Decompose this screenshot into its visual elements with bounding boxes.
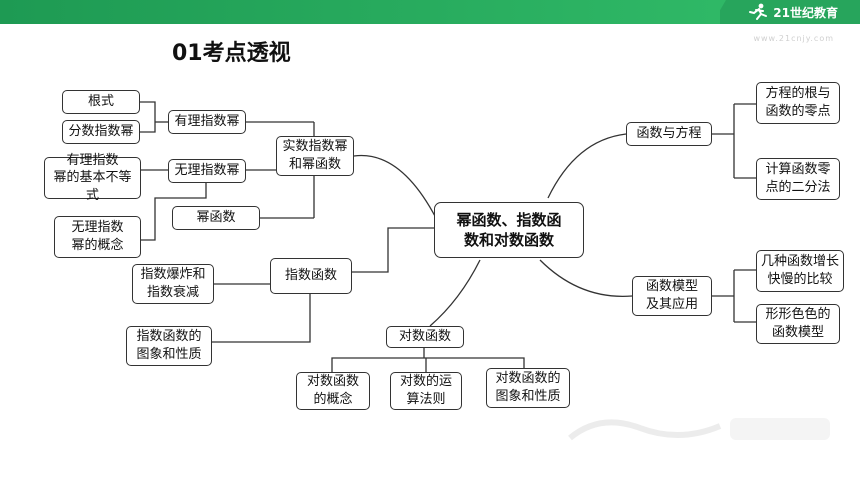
brand-logo: 21世纪教育 (747, 2, 838, 22)
line-exp-graph (212, 294, 311, 343)
line-center-equation (547, 133, 627, 199)
header-accent (0, 0, 720, 24)
line-log-children (331, 348, 525, 372)
node-log-concept: 对数函数 的概念 (296, 372, 370, 410)
line-irrational-concept (141, 180, 207, 241)
line-center-real (353, 154, 437, 219)
node-irrational-concept: 无理指数 幂的概念 (54, 216, 141, 258)
node-equation-root: 方程的根与 函数的零点 (756, 82, 840, 124)
header-tab (712, 0, 726, 24)
node-basic-inequality: 有理指数 幂的基本不等式 (44, 153, 141, 203)
node-center: 幂函数、指数函 数和对数函数 (434, 202, 584, 258)
watermark-logo-icon (568, 418, 830, 441)
node-bisection: 计算函数零 点的二分法 (756, 158, 840, 200)
line-rational-children (140, 101, 156, 133)
node-exp-growth: 指数爆炸和 指数衰减 (132, 264, 214, 304)
node-irrational-power: 无理指数幂 (168, 159, 246, 183)
line-center-exp (352, 227, 434, 273)
node-growth-rate: 几种函数增长 快慢的比较 (756, 250, 844, 292)
watermark (560, 408, 840, 452)
line-equation-children (712, 103, 756, 179)
node-real-power: 实数指数幂 和幂函数 (276, 136, 354, 176)
node-radical: 根式 (62, 90, 140, 114)
header-bar: 21世纪教育 (0, 0, 860, 24)
node-exp-function: 指数函数 (270, 258, 352, 294)
node-log-function: 对数函数 (386, 326, 464, 348)
node-various-models: 形形色色的 函数模型 (756, 304, 840, 344)
logo-subtitle: www.21cnjy.com (753, 34, 834, 43)
node-rational-power: 有理指数幂 (168, 110, 246, 134)
node-func-equation: 函数与方程 (626, 122, 712, 146)
node-func-model: 函数模型 及其应用 (632, 276, 712, 316)
logo-text: 21世纪教育 (773, 5, 838, 20)
line-center-model (539, 259, 633, 298)
node-exp-graph: 指数函数的 图象和性质 (126, 326, 212, 366)
node-log-rules: 对数的运 算法则 (390, 372, 462, 410)
runner-icon (749, 3, 768, 20)
node-log-graph: 对数函数的 图象和性质 (486, 368, 570, 408)
node-power-function: 幂函数 (172, 206, 260, 230)
line-model-children (712, 269, 756, 323)
node-fraction-power: 分数指数幂 (62, 120, 140, 144)
page-title: 01考点透视 (172, 41, 291, 66)
line-center-log (429, 259, 481, 327)
